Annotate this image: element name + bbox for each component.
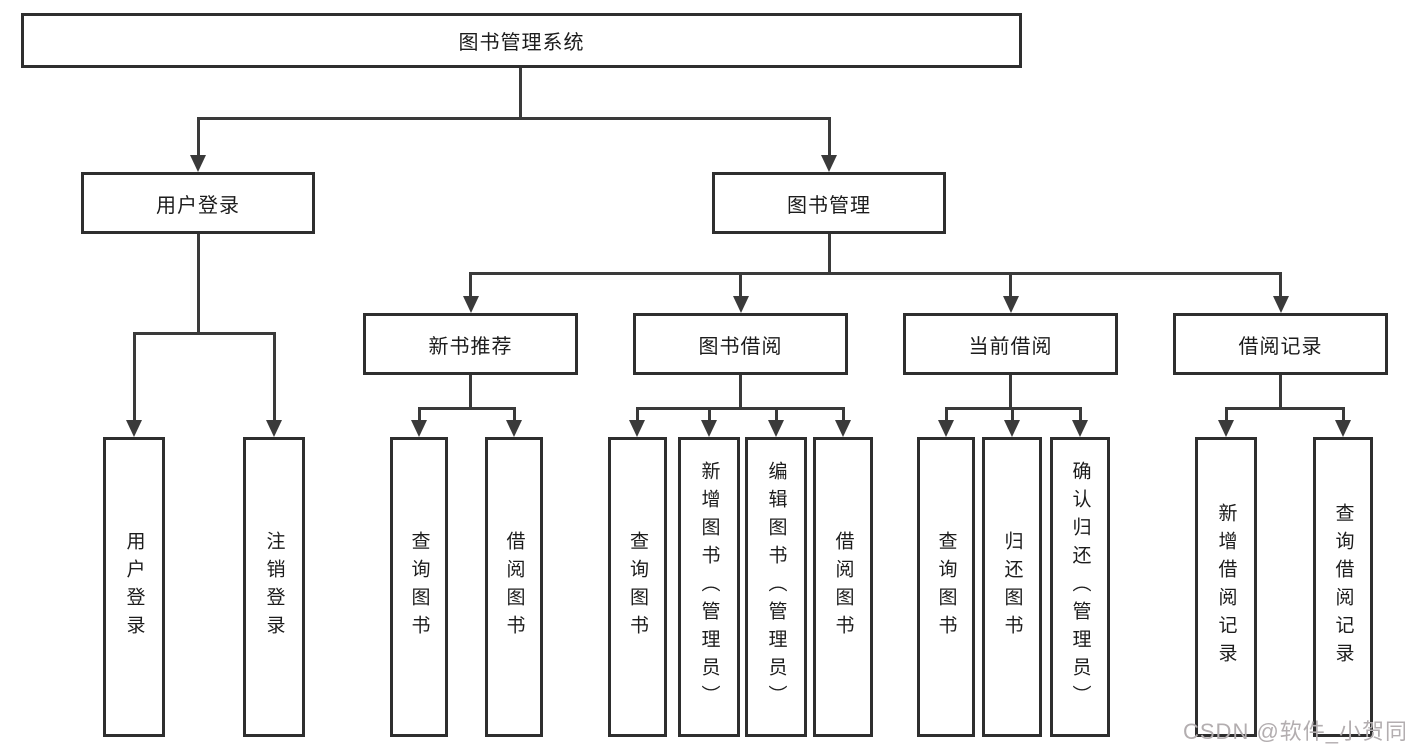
connector-arrow [821,117,837,172]
arrowhead-icon [462,296,479,313]
connector-arrow [1004,407,1020,437]
connector-arrow [629,407,645,437]
node-new-book-recommend: 新书推荐 [363,313,578,375]
connector-arrow [1002,272,1019,313]
node-leaf-return-books: 归还图书 [982,437,1042,737]
arrowhead-icon [126,420,142,437]
connector-arrow [835,407,851,437]
arrowhead-icon [629,420,645,437]
connector-line [196,117,830,120]
arrowhead-icon [732,296,749,313]
connector-line [739,375,742,410]
connector-line [1009,375,1012,410]
node-book-management-branch: 图书管理 [712,172,946,234]
connector-line [469,375,472,410]
connector-arrow [266,332,282,437]
connector-line [635,407,844,410]
arrowhead-icon [411,420,427,437]
node-leaf-confirm-return-admin: 确认归还（管理员） [1050,437,1110,737]
connector-line [827,234,831,275]
arrowhead-icon [701,420,717,437]
connector-arrow [701,407,717,437]
connector-arrow [1072,407,1088,437]
node-book-borrowing: 图书借阅 [633,313,848,375]
arrowhead-icon [1272,296,1289,313]
node-leaf-add-borrow-record: 新增借阅记录 [1195,437,1257,737]
connector-arrow [506,407,522,437]
node-leaf-add-books-admin: 新增图书（管理员） [678,437,740,737]
node-borrowing-records: 借阅记录 [1173,313,1388,375]
arrowhead-icon [835,420,851,437]
connector-arrow [411,407,427,437]
connector-arrow [462,272,479,313]
connector-arrow [1272,272,1289,313]
node-leaf-borrow-books: 借阅图书 [813,437,873,737]
arrowhead-icon [1072,420,1088,437]
connector-line [1279,375,1282,410]
node-leaf-query-books-recommend: 查询图书 [390,437,448,737]
node-user-login-branch: 用户登录 [81,172,315,234]
connector-arrow [768,407,784,437]
connector-arrow [190,117,206,172]
node-leaf-query-borrow-record: 查询借阅记录 [1313,437,1373,737]
arrowhead-icon [1335,420,1351,437]
node-leaf-query-books-borrowing: 查询图书 [608,437,667,737]
connector-arrow [126,332,142,437]
arrowhead-icon [821,155,837,172]
arrowhead-icon [1218,420,1234,437]
arrowhead-icon [266,420,282,437]
connector-line [469,272,1280,275]
connector-arrow [938,407,954,437]
node-leaf-edit-books-admin: 编辑图书（管理员） [745,437,807,737]
arrowhead-icon [1004,420,1020,437]
connector-line [132,332,275,335]
connector-arrow [1335,407,1351,437]
node-current-borrowing: 当前借阅 [903,313,1118,375]
connector-line [196,234,200,335]
connector-line [518,68,522,120]
node-leaf-query-books-current: 查询图书 [917,437,975,737]
arrowhead-icon [768,420,784,437]
arrowhead-icon [938,420,954,437]
connector-line [1224,407,1344,410]
arrowhead-icon [506,420,522,437]
connector-arrow [1218,407,1234,437]
node-leaf-user-login: 用户登录 [103,437,165,737]
arrowhead-icon [190,155,206,172]
node-root-library-system: 图书管理系统 [21,13,1022,68]
node-leaf-logout: 注销登录 [243,437,305,737]
node-leaf-borrow-books-recommend: 借阅图书 [485,437,543,737]
arrowhead-icon [1002,296,1019,313]
connector-line [417,407,515,410]
csdn-watermark: CSDN @软件_小贺同学 [1183,719,1405,744]
connector-arrow [732,272,749,313]
